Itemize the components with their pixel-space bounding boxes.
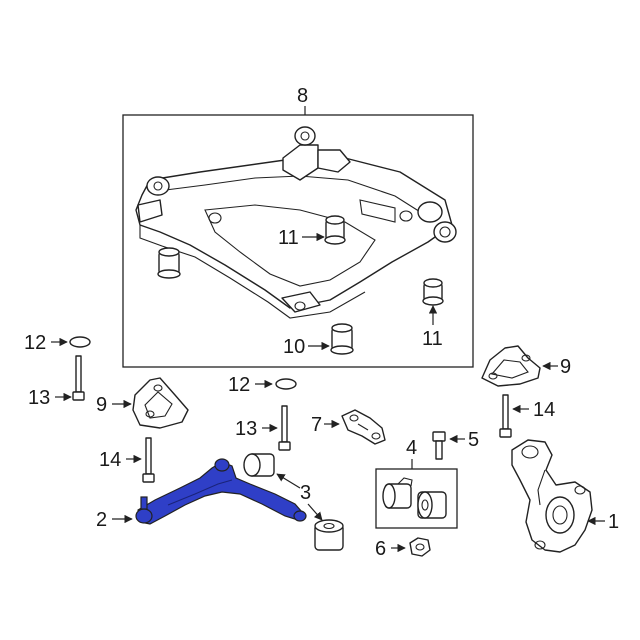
callout-14-right[interactable]: 14 xyxy=(533,399,555,421)
callout-10[interactable]: 10 xyxy=(283,336,305,358)
bushing-3-lower[interactable] xyxy=(314,519,344,551)
washer-12-center[interactable] xyxy=(275,378,297,390)
subframe-group: 8 xyxy=(122,85,474,368)
washer-12-left[interactable] xyxy=(69,336,91,348)
callout-2[interactable]: 2 xyxy=(96,509,107,531)
bushing-11-right[interactable] xyxy=(422,278,444,306)
bracket-7[interactable] xyxy=(341,409,386,445)
bushing-4-clamp[interactable] xyxy=(382,477,413,509)
callout-12-center[interactable]: 12 xyxy=(228,374,250,396)
nut-6[interactable] xyxy=(409,537,431,557)
callout-7[interactable]: 7 xyxy=(311,414,322,436)
subframe[interactable] xyxy=(135,126,457,319)
callout-9-right[interactable]: 9 xyxy=(560,356,571,378)
callout-5[interactable]: 5 xyxy=(468,429,479,451)
bushing-3-upper[interactable] xyxy=(243,453,275,477)
callout-1[interactable]: 1 xyxy=(608,511,619,533)
callout-13-center[interactable]: 13 xyxy=(235,418,257,440)
bracket-9-right[interactable] xyxy=(481,345,541,387)
callout-11-right[interactable]: 11 xyxy=(422,328,443,350)
bushing-4-sleeve[interactable] xyxy=(417,491,447,519)
bushing-10[interactable] xyxy=(330,323,354,355)
callout-8[interactable]: 8 xyxy=(297,85,308,107)
bolt-14-left[interactable] xyxy=(142,437,155,483)
callout-14-left[interactable]: 14 xyxy=(99,449,121,471)
bolt-13-left[interactable] xyxy=(72,355,85,401)
callout-11-center[interactable]: 11 xyxy=(278,227,299,249)
leader-3-up xyxy=(276,473,301,489)
callout-13-left[interactable]: 13 xyxy=(28,387,50,409)
callout-12-left[interactable]: 12 xyxy=(24,332,46,354)
callout-4[interactable]: 4 xyxy=(406,437,417,459)
callout-9-left[interactable]: 9 xyxy=(96,394,107,416)
bolt-5[interactable] xyxy=(432,431,446,460)
callout-6[interactable]: 6 xyxy=(375,538,386,560)
bushing-kit-box xyxy=(375,468,458,529)
bushing-left[interactable] xyxy=(157,247,181,279)
bushing-11-center[interactable] xyxy=(324,215,346,245)
lower-control-arm[interactable] xyxy=(135,458,307,525)
leader-3-down xyxy=(307,503,323,521)
bracket-9-left[interactable] xyxy=(132,377,189,429)
bolt-14-right[interactable] xyxy=(499,394,512,438)
callout-3[interactable]: 3 xyxy=(300,482,311,504)
steering-knuckle[interactable] xyxy=(511,439,593,553)
subframe-box xyxy=(122,114,474,368)
bolt-13-center[interactable] xyxy=(278,405,291,451)
